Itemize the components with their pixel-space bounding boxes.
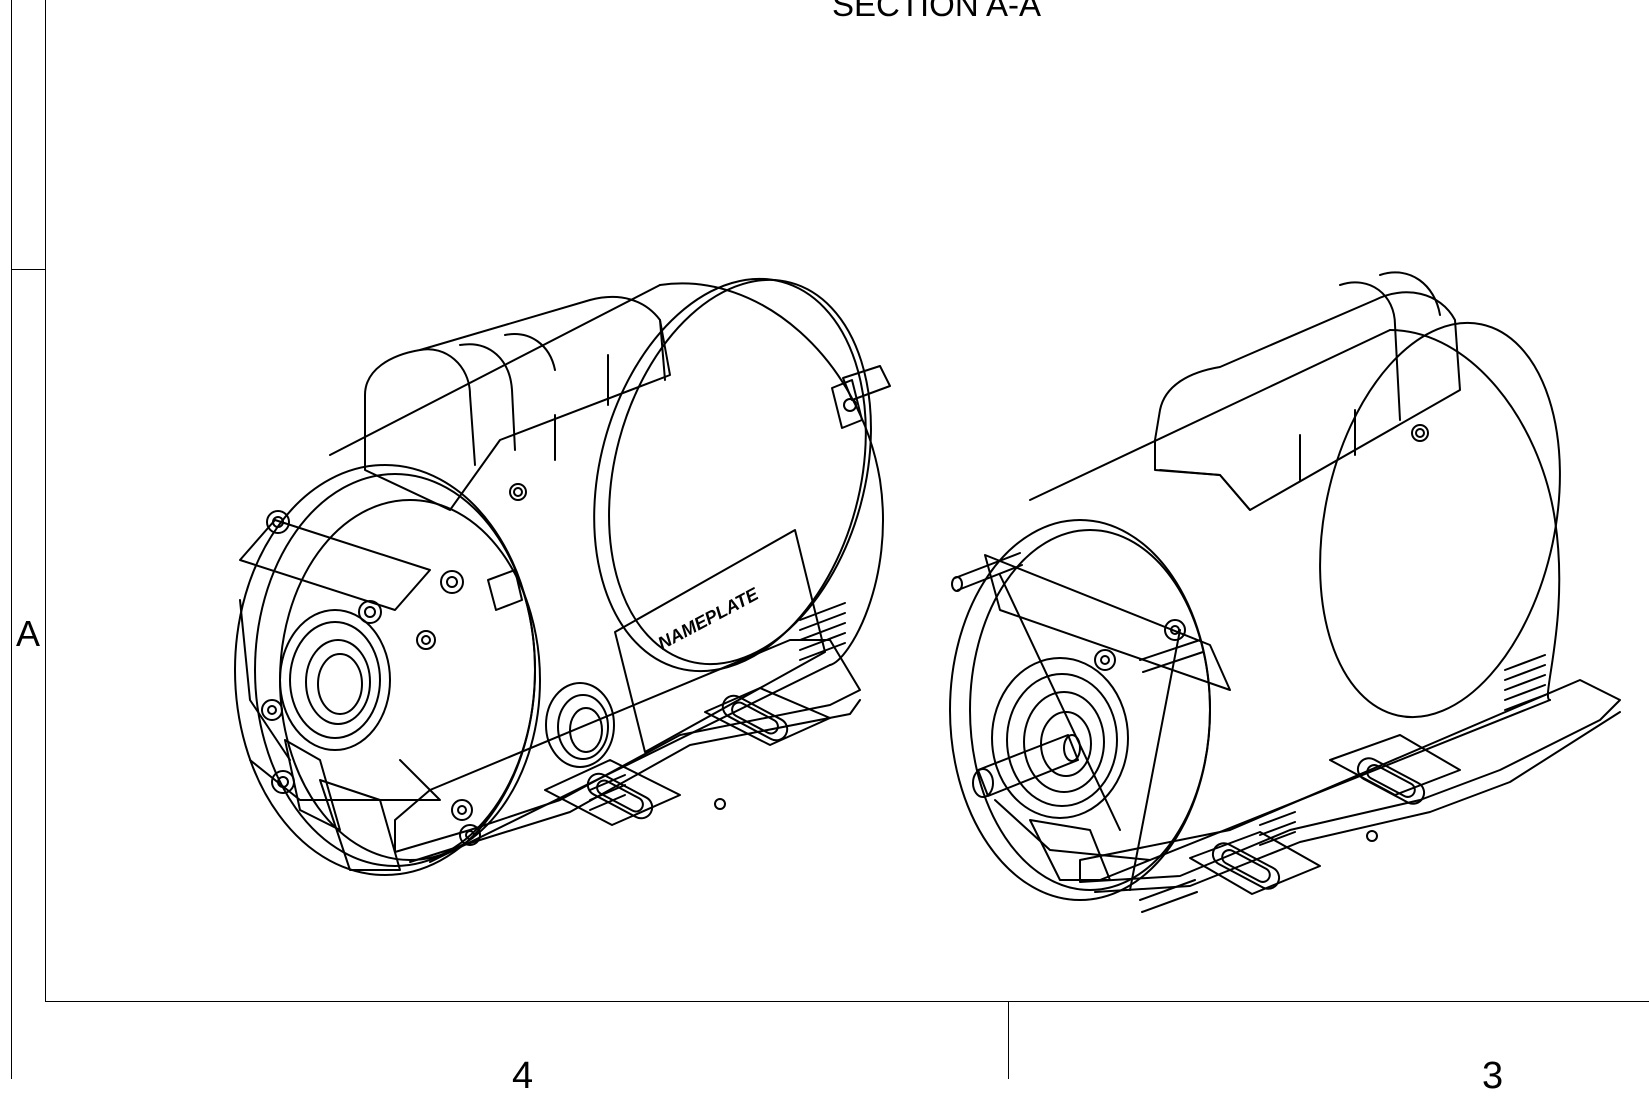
bolt-nut (1094, 649, 1116, 671)
mounting-slot (1211, 842, 1281, 890)
through-bolt (1139, 879, 1198, 913)
bolt-nut (358, 600, 382, 624)
motor-body-left (329, 277, 885, 863)
frame-left-outer (11, 0, 12, 1079)
cover-screw (509, 483, 527, 501)
frame-column-divider (1008, 1001, 1009, 1079)
frame-zone-divider (11, 269, 46, 270)
base-plate-left (394, 639, 861, 863)
mounting-slot (721, 694, 789, 742)
base-plate-right (1079, 679, 1621, 895)
section-title: SECTION A-A (832, 0, 1042, 23)
motor-body-right (1029, 321, 1561, 881)
bolt-nut (261, 699, 283, 721)
mounting-slot (1356, 757, 1426, 805)
bolt-nut (440, 570, 464, 594)
end-bell-left (234, 464, 541, 876)
terminal-tab (487, 569, 523, 611)
base-hole (1366, 830, 1378, 842)
rear-shaft-stub (831, 365, 891, 429)
cover-screw (1411, 424, 1429, 442)
zone-row-label: A (16, 613, 41, 654)
through-bolt (1139, 639, 1204, 673)
vent-louvers (589, 774, 626, 811)
motor-view-left: NAMEPLATE (234, 277, 891, 876)
frame-left-inner (45, 0, 46, 1002)
bolt-nut (451, 799, 473, 821)
frame-bottom-inner (45, 1001, 1649, 1002)
bolt-nut (459, 824, 481, 846)
bolt-nut (416, 630, 436, 650)
bolt-nut (1164, 619, 1186, 641)
motor-view-right (949, 271, 1621, 913)
bolt-nut (271, 770, 295, 794)
vent-louvers (1504, 654, 1546, 711)
nameplate-label: NAMEPLATE (654, 583, 762, 653)
vent-louvers (1259, 811, 1296, 846)
capacitor-cover-right (1154, 271, 1461, 511)
bearing-hub-left (279, 609, 391, 751)
through-bolt (951, 552, 1023, 592)
base-hole (714, 798, 726, 810)
motor-shaft (972, 734, 1081, 798)
bearing-hub-right (991, 657, 1129, 819)
mounting-slot (586, 772, 654, 820)
conduit-knockout (545, 682, 615, 768)
capacitor-cover-left (364, 296, 671, 511)
bolt-nut (266, 510, 290, 534)
